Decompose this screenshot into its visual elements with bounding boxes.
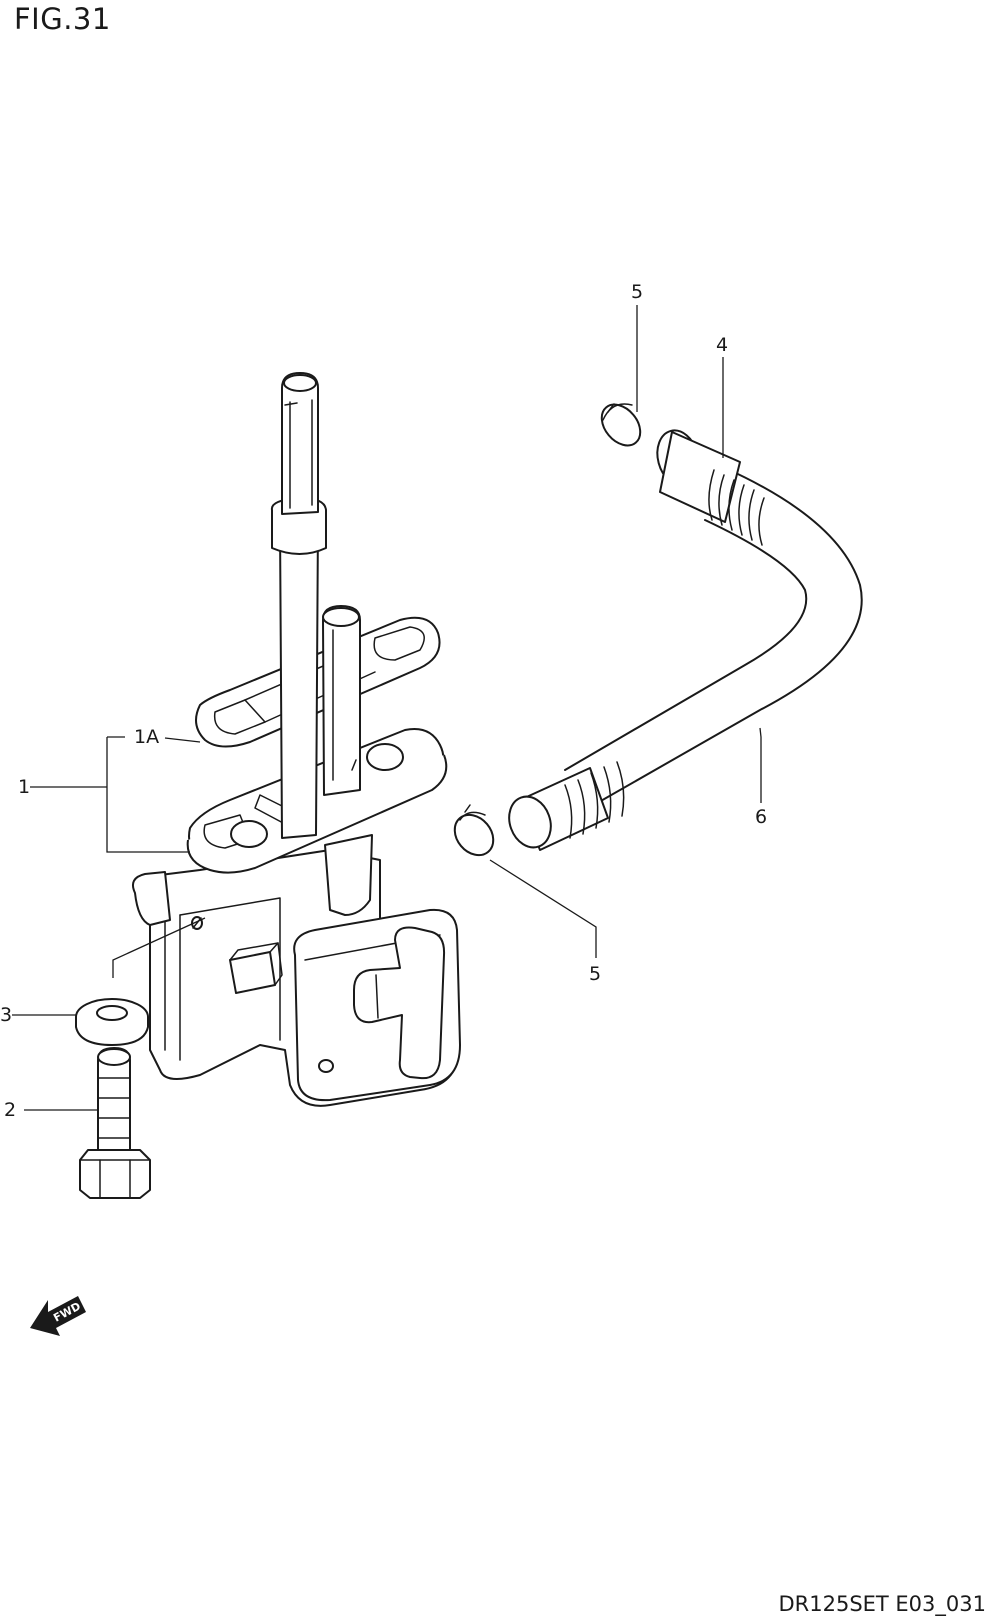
washer	[75, 998, 149, 1046]
callout-1a: 1A	[134, 726, 159, 748]
callout-2: 2	[4, 1099, 16, 1121]
fwd-arrow-icon: FWD	[30, 1296, 86, 1336]
hose-clamp-top	[600, 403, 642, 447]
leader-lines	[12, 305, 762, 1111]
fuel-hose	[508, 429, 863, 851]
fuel-cock-body	[132, 834, 461, 1107]
diagram-code: DR125SET E03_031	[778, 1592, 986, 1616]
bolt	[79, 1047, 151, 1199]
hose-clamp-bottom	[453, 804, 495, 857]
figure-title: FIG.31	[14, 2, 111, 36]
callout-5-top: 5	[631, 281, 643, 303]
callout-5-bottom: 5	[589, 963, 601, 985]
callout-3: 3	[0, 1004, 12, 1026]
callout-6: 6	[755, 806, 767, 828]
callout-4: 4	[716, 334, 728, 356]
callout-1: 1	[18, 776, 30, 798]
pickup-tube	[270, 372, 361, 839]
